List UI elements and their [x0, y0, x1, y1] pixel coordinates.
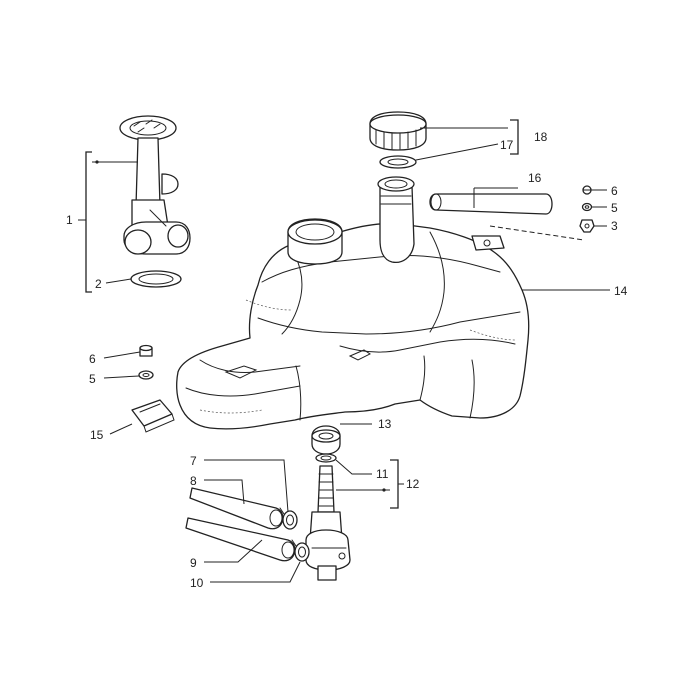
breather-hose	[429, 193, 553, 215]
fuel-hose-upper	[189, 487, 284, 530]
bracket-part-18	[510, 119, 519, 155]
bolt-right	[582, 185, 592, 195]
callout-5-right: 5	[611, 201, 618, 215]
filler-neck	[377, 176, 415, 264]
callout-15: 15	[90, 428, 104, 442]
callout-10: 10	[190, 576, 204, 590]
callout-1: 1	[66, 213, 73, 227]
bolt-left	[139, 344, 153, 357]
callout-13: 13	[378, 417, 392, 431]
hose-clip-upper	[279, 507, 298, 530]
washer-left	[138, 370, 154, 380]
callout-18: 18	[534, 130, 548, 144]
fuel-hose-lower	[185, 517, 296, 562]
callout-labels: 1 2 18 17 16 6 5 3 14 6 5 15 13 11 12 7 …	[66, 130, 628, 590]
hose-clip-lower	[291, 539, 310, 562]
callout-12: 12	[406, 477, 420, 491]
fuel-tank	[176, 218, 530, 430]
callout-7: 7	[190, 454, 197, 468]
callout-2: 2	[95, 277, 102, 291]
callout-16: 16	[528, 171, 542, 185]
bracket-part-1	[85, 151, 92, 293]
fuel-gauge-sender	[119, 115, 191, 255]
callout-8: 8	[190, 474, 197, 488]
callout-11: 11	[376, 467, 389, 481]
fuel-tap	[305, 465, 351, 581]
mounting-clip	[131, 399, 175, 433]
callout-17: 17	[500, 138, 514, 152]
callout-6-left: 6	[89, 352, 96, 366]
fuel-cap	[369, 111, 427, 151]
tap-o-ring	[315, 453, 337, 463]
callout-3: 3	[611, 219, 618, 233]
callout-14: 14	[614, 284, 628, 298]
bracket-part-12	[390, 459, 399, 509]
tap-ring-nut	[311, 425, 341, 455]
callout-6-right: 6	[611, 184, 618, 198]
callout-9: 9	[190, 556, 197, 570]
cap-gasket	[379, 155, 417, 169]
sender-gasket	[130, 270, 182, 288]
washer-right	[581, 202, 593, 212]
nut-right	[579, 219, 595, 233]
callout-5-left: 5	[89, 372, 96, 386]
leader-lines	[78, 127, 610, 583]
